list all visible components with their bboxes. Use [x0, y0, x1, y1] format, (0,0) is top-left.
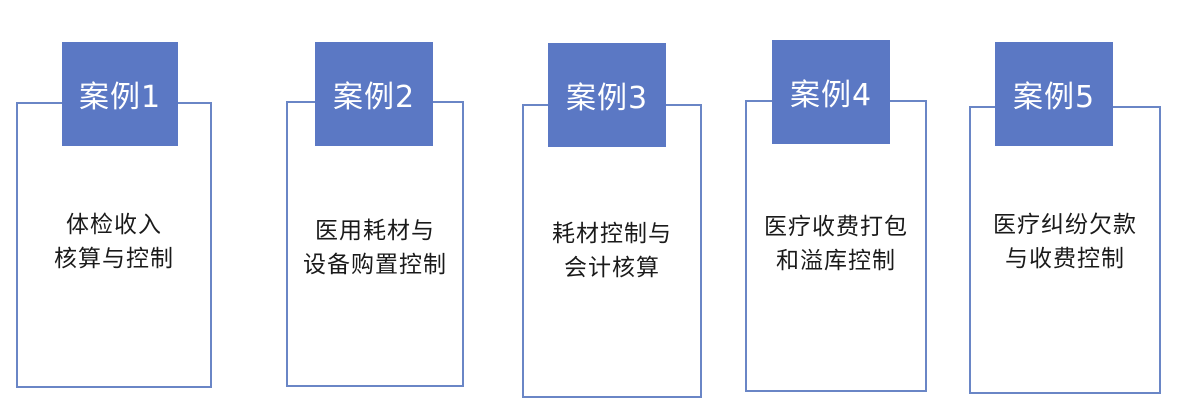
case-2-description: 医用耗材与 设备购置控制 — [288, 214, 462, 282]
case-4-description: 医疗收费打包 和溢库控制 — [747, 210, 925, 278]
case-3-box: 耗材控制与 会计核算 — [522, 104, 702, 398]
case-4-tab: 案例4 — [772, 40, 890, 144]
case-5-tab: 案例5 — [995, 42, 1113, 146]
case-1-line-1: 体检收入 — [66, 212, 162, 238]
case-5-description: 医疗纠纷欠款 与收费控制 — [971, 208, 1159, 276]
case-1-description: 体检收入 核算与控制 — [18, 208, 210, 276]
case-3-line-2: 会计核算 — [564, 255, 660, 281]
case-4-line-2: 和溢库控制 — [776, 248, 896, 274]
case-3-tab: 案例3 — [548, 43, 666, 147]
case-4-line-1: 医疗收费打包 — [764, 214, 908, 240]
case-1-line-2: 核算与控制 — [54, 246, 174, 272]
case-5-line-1: 医疗纠纷欠款 — [993, 212, 1137, 238]
case-1-tab: 案例1 — [62, 42, 178, 146]
case-3-line-1: 耗材控制与 — [552, 221, 672, 247]
case-2-line-2: 设备购置控制 — [303, 252, 447, 278]
case-2-line-1: 医用耗材与 — [315, 218, 435, 244]
case-5-line-2: 与收费控制 — [1005, 246, 1125, 272]
case-2-tab: 案例2 — [315, 42, 433, 146]
case-1-box: 体检收入 核算与控制 — [16, 102, 212, 388]
case-2-box: 医用耗材与 设备购置控制 — [286, 101, 464, 387]
case-4-box: 医疗收费打包 和溢库控制 — [745, 100, 927, 392]
case-5-box: 医疗纠纷欠款 与收费控制 — [969, 106, 1161, 394]
case-3-description: 耗材控制与 会计核算 — [524, 217, 700, 285]
